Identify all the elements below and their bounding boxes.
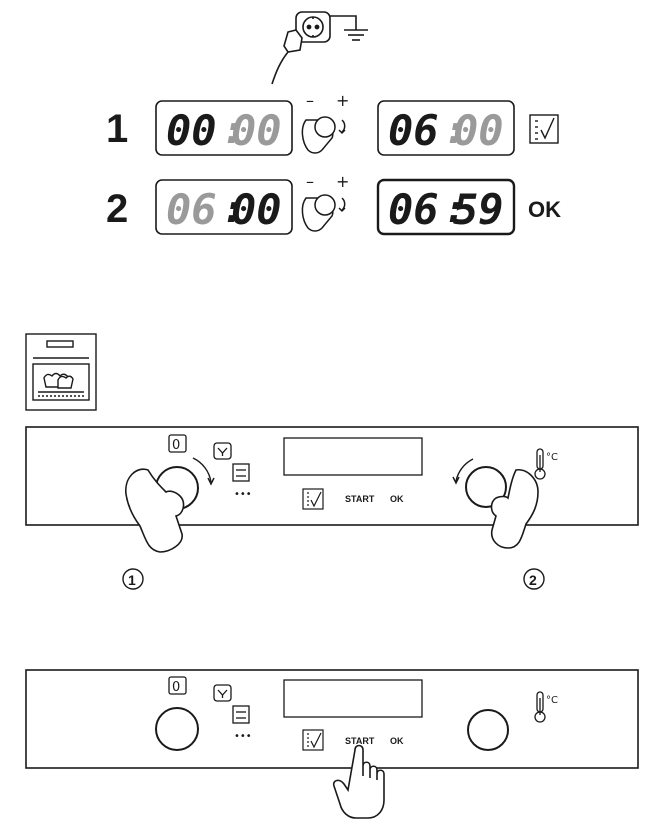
panel-display-2 [283, 679, 423, 718]
off-mode-label-1: 0 [172, 438, 180, 453]
callout-circle-1 [122, 568, 144, 590]
plus-label-2: + [336, 172, 349, 191]
step-number-1: 1 [106, 107, 128, 151]
rotate-arrow-left-knob [192, 457, 212, 483]
display-before-2-colon: : [222, 187, 245, 231]
more-modes-dots-2: ••• [234, 731, 252, 742]
display-after-2-minutes: 59 [453, 185, 504, 234]
callout-label-2: 2 [529, 572, 537, 588]
start-button-1[interactable]: START [345, 494, 375, 504]
rotate-arrow-head-left [207, 477, 215, 486]
function-knob-2[interactable] [155, 707, 199, 751]
temp-unit-label-1: °C [546, 452, 558, 463]
display-before-1-hours: 00 [166, 106, 217, 155]
display-before-2-hours: 06 [166, 185, 217, 234]
thermometer-icon-1 [534, 448, 546, 480]
display-after-2 [376, 178, 516, 236]
display-before-1-minutes: 00 [231, 106, 282, 155]
ok-button-1[interactable]: OK [390, 494, 404, 504]
display-before-2-minutes: 00 [231, 185, 282, 234]
display-before-2 [155, 179, 293, 235]
off-mode-box-2 [168, 676, 187, 695]
grill-mode-icon-1 [232, 463, 250, 482]
thermometer-icon-2 [534, 691, 546, 723]
grill-mode-icon-2 [232, 705, 250, 724]
temperature-knob-1[interactable] [465, 466, 507, 508]
start-button-2[interactable]: START [345, 736, 375, 746]
display-after-1 [377, 100, 515, 156]
temp-unit-label-2: °C [546, 695, 558, 706]
temperature-knob-2[interactable] [467, 709, 509, 751]
minus-label-1: – [306, 91, 314, 110]
display-before-1 [155, 100, 293, 156]
ok-button-2[interactable]: OK [390, 736, 404, 746]
checklist-button-icon-2[interactable] [302, 729, 324, 751]
display-after-1-minutes: 00 [453, 106, 504, 155]
rotate-arrow-right-knob [455, 458, 474, 482]
step-number-2: 2 [106, 187, 128, 231]
off-mode-box-1 [168, 434, 187, 453]
checklist-icon [529, 114, 559, 144]
hand-left-icon [125, 468, 185, 553]
checklist-button-icon-1[interactable] [302, 488, 324, 510]
fan-mode-icon-1 [213, 442, 232, 460]
ok-label: OK [528, 197, 561, 222]
display-after-1-colon: : [444, 108, 467, 152]
oven-with-food-icon [25, 333, 97, 411]
display-after-1-hours: 06 [388, 106, 439, 155]
panel-display-1 [283, 437, 423, 476]
minus-label-2: – [306, 172, 314, 191]
hand-right-icon [490, 468, 539, 549]
callout-label-1: 1 [128, 572, 136, 588]
display-after-2-hours: 06 [388, 185, 439, 234]
rotate-arrow-head-right [452, 476, 460, 485]
knob-turn-icon-2: – + [301, 172, 349, 232]
callout-circle-2 [523, 568, 545, 590]
display-before-1-colon: : [222, 108, 245, 152]
fan-mode-icon-2 [213, 684, 232, 702]
plus-label-1: + [336, 91, 349, 110]
pointing-hand-icon [332, 744, 385, 819]
power-plug-icon [271, 11, 368, 85]
off-mode-label-2: 0 [172, 680, 180, 695]
display-after-2-colon: : [444, 187, 467, 231]
more-modes-dots-1: ••• [234, 489, 252, 500]
knob-turn-icon-1: – + [301, 91, 349, 154]
